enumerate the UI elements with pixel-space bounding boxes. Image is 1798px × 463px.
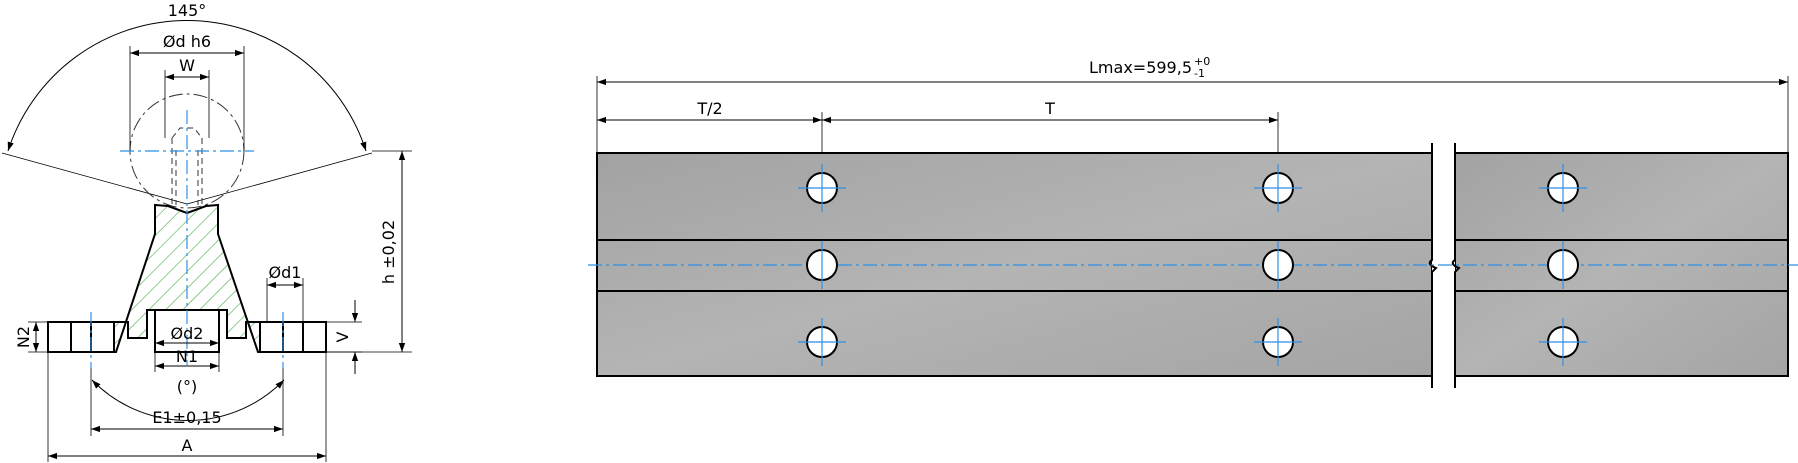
v-label: V [333,331,352,342]
height-dimension: h ±0,02 [326,150,412,353]
rail-profile-lines [597,239,1788,292]
shaft-diameter-label: Ød h6 [163,32,211,51]
mounting-holes [798,164,1587,366]
e1-label: E1±0,15 [152,408,221,427]
profile-section-view: 145° Ød h6 W [1,1,412,462]
v-dimension: V [326,300,362,374]
n1-dimension: N1 [154,347,220,372]
rail-length-dimension: Lmax=599,5 +0 -1 [596,55,1789,153]
n2-label: N2 [14,326,33,348]
rail-length-tol-upper: +0 [1194,55,1210,68]
bevel-angle-label: (°) [177,377,197,396]
hole [798,318,846,366]
a-label: A [182,436,193,455]
a-dimension: A [47,352,327,462]
hole-diameter-label: Ød1 [269,263,302,282]
hole [1539,318,1587,366]
bore-diameter-label: Ød2 [171,324,204,343]
hole [1262,241,1294,289]
height-label: h ±0,02 [379,220,398,284]
pitch-dimensions: T/2 T [597,99,1279,188]
flange-outlines [47,321,327,353]
width-w-dimension: W [164,56,210,138]
angle-145-dimension: 145° [1,1,373,205]
rail-length-tol-lower: -1 [1194,67,1205,80]
n2-dimension: N2 [14,321,48,353]
hole-diameter-dimension: Ød1 [266,263,304,322]
hole [1254,164,1302,212]
hole [1254,318,1302,366]
rail-top-view: Lmax=599,5 +0 -1 T/2 T [588,55,1798,388]
shaft-diameter-dimension: Ød h6 [129,32,245,151]
half-pitch-label: T/2 [696,99,722,118]
e1-dimension: E1±0,15 [90,368,284,436]
n1-label: N1 [176,347,198,366]
bore-diameter-dimension: Ød2 [155,324,219,347]
angle-145-label: 145° [168,1,207,20]
hole [1539,164,1587,212]
hole [806,241,838,289]
pitch-label: T [1044,99,1055,118]
bevel-angle-dimension: (°) [91,377,285,421]
hole [798,164,846,212]
width-w-label: W [179,56,195,75]
hole [1547,241,1579,289]
rail-length-label: Lmax=599,5 [1089,58,1192,77]
